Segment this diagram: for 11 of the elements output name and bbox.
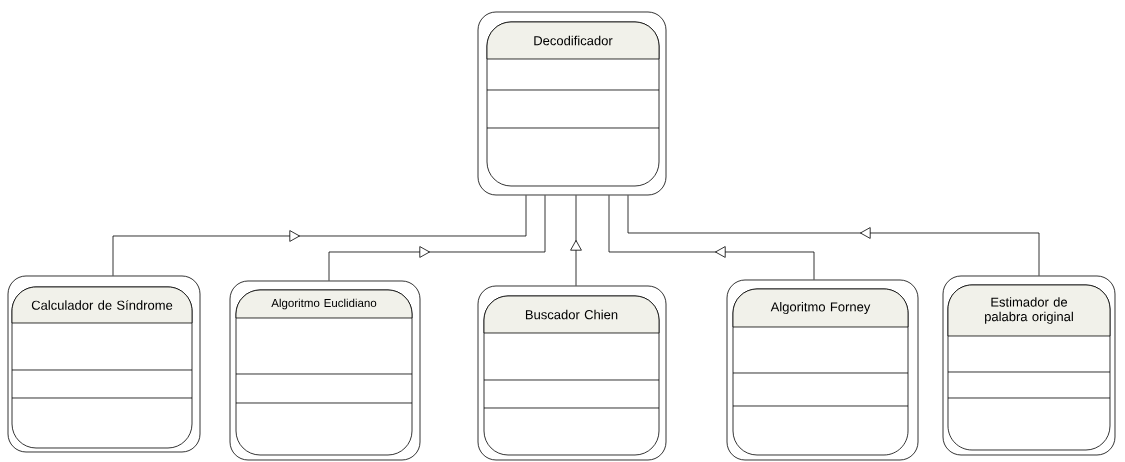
generalization-arrow: [112, 195, 527, 276]
generalization-arrow: [627, 195, 1040, 276]
generalization-arrow: [570, 195, 582, 286]
class-box: Buscador Chien: [477, 285, 667, 461]
class-box: Calculador de Síndrome: [7, 275, 201, 453]
generalization-arrow: [328, 195, 546, 281]
class-box: Algoritmo Forney: [726, 279, 919, 461]
generalization-arrow: [608, 195, 815, 280]
class-box: Decodificador: [477, 11, 667, 196]
class-box: Algoritmo Euclidiano: [229, 280, 421, 461]
class-box: Estimador de palabra original: [942, 275, 1116, 456]
